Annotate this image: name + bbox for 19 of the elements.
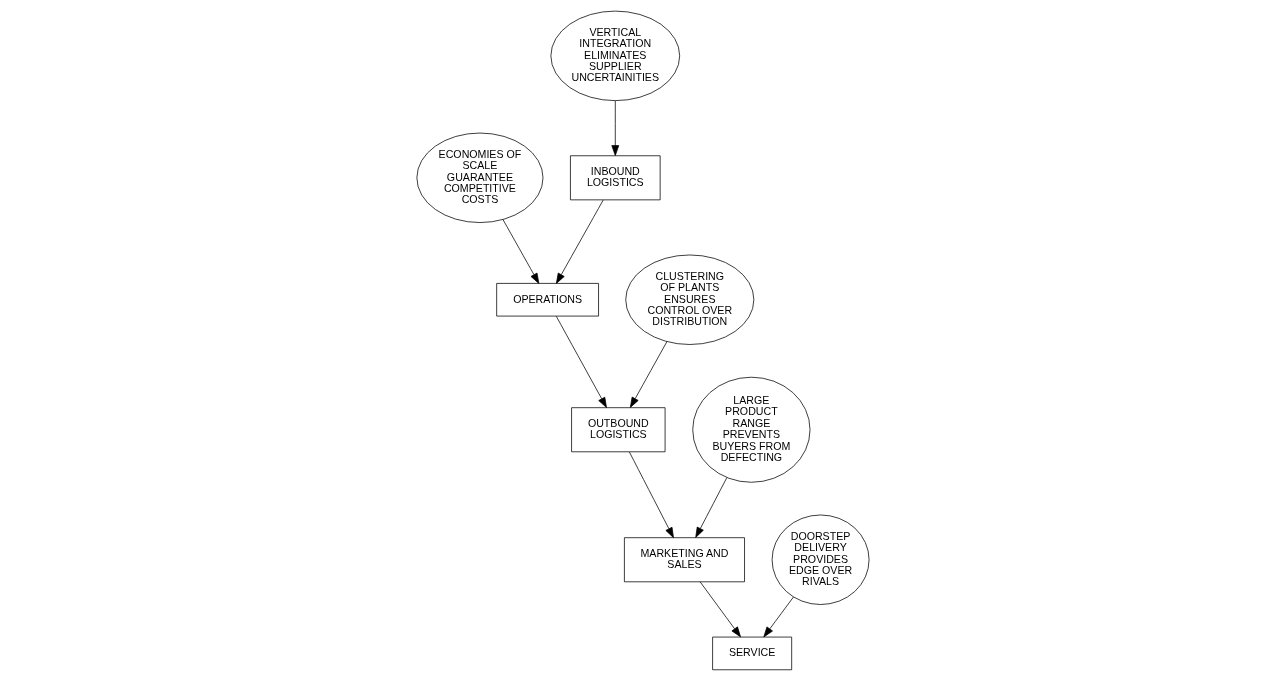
node-ellipse: LARGE PRODUCT RANGE PREVENTS BUYERS FROM DEFECTING bbox=[691, 376, 810, 483]
arrow bbox=[502, 219, 539, 284]
arrow bbox=[555, 199, 604, 284]
arrow bbox=[699, 581, 741, 638]
arrow bbox=[629, 341, 667, 408]
node-box: INBOUND LOGISTICS bbox=[569, 155, 660, 201]
node-box: MARKETING AND SALES bbox=[623, 537, 745, 583]
arrow bbox=[610, 100, 619, 156]
node-box: OPERATIONS bbox=[495, 283, 599, 317]
node-ellipse: ECONOMIES OF SCALE GUARANTEE COMPETITIVE COSTS bbox=[416, 132, 543, 223]
node-ellipse: VERTICAL INTEGRATION ELIMINATES SUPPLIER UNCERTAINITIES bbox=[550, 10, 680, 101]
arrow bbox=[555, 315, 607, 408]
arrow bbox=[694, 477, 727, 538]
node-circle: DOORSTEP DELIVERY PROVIDES EDGE OVER RIVALS bbox=[771, 514, 869, 605]
node-box: SERVICE bbox=[711, 636, 792, 671]
arrow bbox=[762, 596, 794, 638]
arrow bbox=[628, 451, 674, 538]
node-ellipse: CLUSTERING OF PLANTS ENSURES CONTROL OVER DISTRIBUTION bbox=[624, 254, 754, 345]
node-box: OUTBOUND LOGISTICS bbox=[570, 407, 665, 453]
